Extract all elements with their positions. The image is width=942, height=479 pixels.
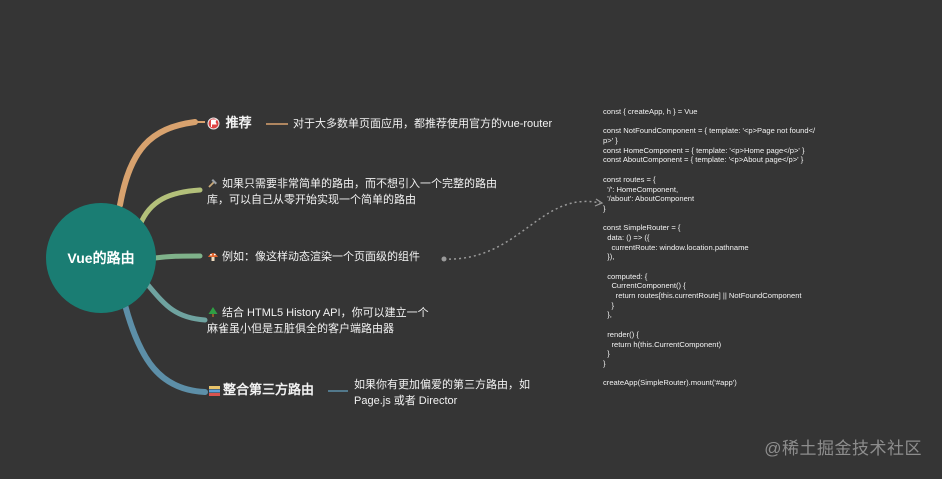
code-line: data: () => ({ <box>603 232 650 242</box>
branch-history-api-line-1: 结合 HTML5 History API，你可以建立一个 <box>222 307 429 319</box>
code-line: const NotFoundComponent = { template: '<… <box>603 126 816 136</box>
dotted-link-arrow <box>594 198 604 207</box>
code-line: } <box>603 358 606 368</box>
branch-history-api-line-2: 麻雀虽小但是五脏俱全的客户端路由器 <box>207 323 394 335</box>
root-label: Vue的路由 <box>67 250 135 266</box>
code-line <box>603 165 843 175</box>
dotted-link <box>443 200 601 260</box>
code-line: return routes[this.currentRoute] || NotF… <box>603 291 802 301</box>
code-line <box>603 320 843 330</box>
branch-third-party-detail-line-1: 如果你有更加偏爱的第三方路由，如 <box>354 379 530 391</box>
branch-third-party-label: 整合第三方路由 <box>223 382 315 397</box>
branch-simple-router-line-1: 如果只需要非常简单的路由，而不想引入一个完整的路由 <box>222 178 497 190</box>
code-line: } <box>603 203 606 213</box>
code-snippet[interactable]: const { createApp, h } = Vue const NotFou… <box>603 107 843 388</box>
branch-line-4 <box>145 282 208 323</box>
branch-simple-router-line-2: 库，可以自己从零开始实现一个简单的路由 <box>207 194 416 206</box>
code-line: createApp(SimpleRouter).mount('#app') <box>603 378 737 388</box>
code-line: const routes = { <box>603 174 656 184</box>
books-icon <box>208 384 220 396</box>
code-line <box>603 262 843 272</box>
branch-example-label: 例如：像这样动态渲染一个页面级的组件 <box>222 251 420 263</box>
tree-icon <box>207 306 219 318</box>
code-line: computed: { <box>603 271 648 281</box>
code-line <box>603 214 843 224</box>
code-line: currentRoute: window.location.pathname <box>603 242 749 252</box>
dotted-link-start <box>441 256 447 262</box>
branch-history-api[interactable]: 结合 HTML5 History API，你可以建立一个 麻雀虽小但是五脏俱全的… <box>207 305 429 337</box>
branch-line-1 <box>117 119 198 208</box>
code-line <box>603 117 843 127</box>
watermark: @稀土掘金技术社区 <box>764 439 922 458</box>
code-line: }, <box>603 310 612 320</box>
code-line: render() { <box>603 329 639 339</box>
mushroom-icon <box>207 250 219 262</box>
code-line: '/': HomeComponent, <box>603 184 679 194</box>
root-node[interactable]: Vue的路由 <box>46 203 156 313</box>
code-line: } <box>603 300 614 310</box>
code-line: '/about': AboutComponent <box>603 194 695 204</box>
branch-line-5 <box>122 302 208 395</box>
code-line: return h(this.CurrentComponent) <box>603 339 722 349</box>
code-line: } <box>603 349 610 359</box>
branch-recommend-label: 推荐 <box>225 115 252 130</box>
code-line: const { createApp, h } = Vue <box>603 107 698 116</box>
code-line: const SimpleRouter = { <box>603 223 681 233</box>
code-line: }), <box>603 252 615 262</box>
branch-recommend-detail-text: 对于大多数单页面应用，都推荐使用官方的vue-router <box>293 118 553 130</box>
branch-third-party[interactable]: 整合第三方路由 <box>208 382 314 398</box>
code-line: CurrentComponent() { <box>603 281 686 291</box>
branch-example[interactable]: 例如：像这样动态渲染一个页面级的组件 <box>207 249 420 265</box>
hammer-icon <box>207 177 219 189</box>
branch-simple-router[interactable]: 如果只需要非常简单的路由，而不想引入一个完整的路由 库，可以自己从零开始实现一个… <box>207 176 497 208</box>
branch-third-party-detail-line-2: Page.js 或者 Director <box>354 395 458 407</box>
code-line <box>603 369 843 379</box>
branch-recommend-detail[interactable]: 对于大多数单页面应用，都推荐使用官方的vue-router <box>293 116 552 132</box>
code-line: const HomeComponent = { template: '<p>Ho… <box>603 145 805 155</box>
branch-line-2 <box>137 187 203 228</box>
code-line: p>' } <box>603 136 618 146</box>
flag-icon <box>207 117 220 130</box>
branch-third-party-detail[interactable]: 如果你有更加偏爱的第三方路由，如 Page.js 或者 Director <box>354 377 530 409</box>
branch-line-3 <box>152 253 203 261</box>
branch-recommend[interactable]: 推荐 <box>207 115 252 131</box>
code-line: const AboutComponent = { template: '<p>A… <box>603 155 804 165</box>
